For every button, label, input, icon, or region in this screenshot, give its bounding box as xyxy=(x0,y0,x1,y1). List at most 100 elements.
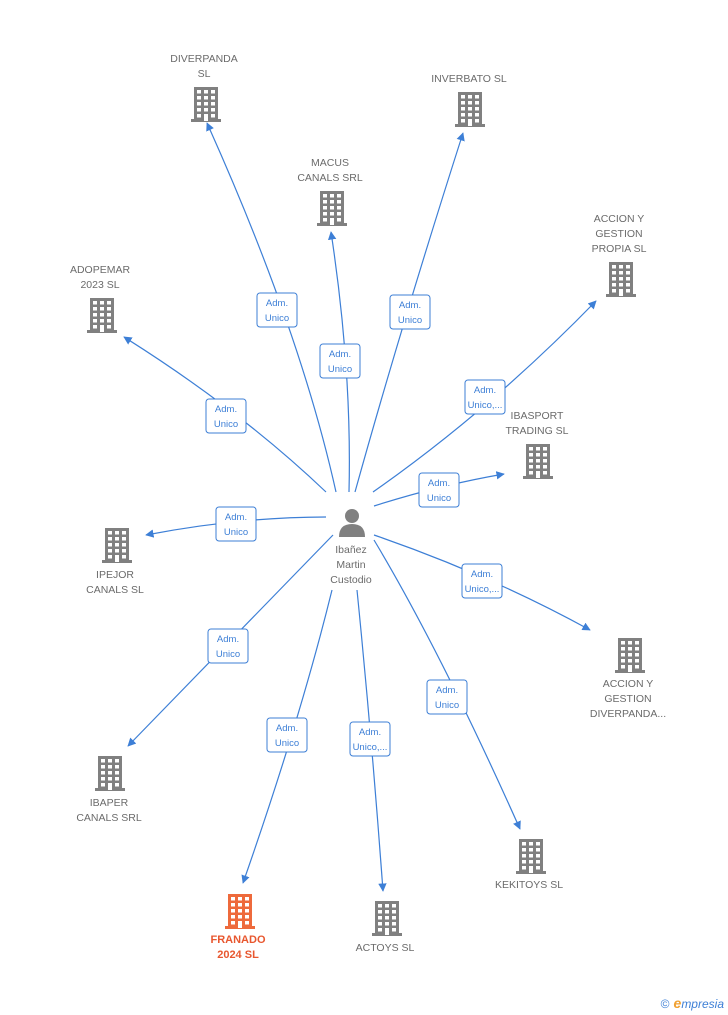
brand-name: mpresia xyxy=(681,997,724,1011)
person-node[interactable]: Ibañez Martin Custodio xyxy=(330,509,372,586)
person-icon xyxy=(339,509,365,537)
edge-label-text: Adm. xyxy=(266,298,288,309)
company-name-line: GESTION xyxy=(604,693,651,705)
edge-label[interactable]: Adm. Unico,... xyxy=(461,563,503,599)
building-icon xyxy=(102,528,132,563)
company-name-line: IPEJOR xyxy=(96,569,134,581)
company-name-line: MACUS xyxy=(311,157,349,169)
edge-label[interactable]: Adm. Unico xyxy=(319,343,361,379)
edge-label-text: Unico xyxy=(435,700,459,711)
building-icon xyxy=(615,638,645,673)
edge-label-text: Unico xyxy=(328,364,352,375)
company-name-line: ACTOYS SL xyxy=(356,942,415,954)
edge-ipejor: Adm.Unico xyxy=(145,506,327,542)
edge-label-box xyxy=(418,472,460,508)
company-name-line: IBASPORT xyxy=(511,410,564,422)
copyright-icon: © xyxy=(660,997,670,1011)
edge-label[interactable]: Adm.Unico xyxy=(389,294,431,330)
edge-label-box xyxy=(205,398,247,434)
edge-label-text: Unico xyxy=(398,315,422,326)
building-icon xyxy=(455,92,485,127)
building-icon xyxy=(225,894,255,929)
edge-diverpanda: Adm. Unico xyxy=(206,122,337,493)
person-name-line-2: Martin xyxy=(336,559,365,571)
company-node-franado[interactable]: FRANADO 2024 SL xyxy=(211,894,266,961)
edge-label-text: Unico,... xyxy=(353,742,388,753)
edge-label-box xyxy=(207,628,249,664)
edge-ibasport: Adm.Unico xyxy=(373,471,505,508)
building-icon xyxy=(95,756,125,791)
building-icon xyxy=(191,87,221,122)
edge-label-box xyxy=(256,292,298,328)
edge-label-text: Adm. xyxy=(474,385,496,396)
edge-label-box xyxy=(426,679,468,715)
edge-ibaper: Adm. Unico xyxy=(127,534,334,747)
company-node-ibaper[interactable]: IBAPER CANALS SRL xyxy=(76,756,142,824)
company-name-line: CANALS SL xyxy=(86,584,144,596)
building-icon xyxy=(516,839,546,874)
edge-label[interactable]: Adm. Unico xyxy=(256,292,298,328)
edge-label-text: Unico xyxy=(265,313,289,324)
edge-label-text: Unico,... xyxy=(468,400,503,411)
edge-adopemar: Adm. Unico xyxy=(123,336,327,493)
edge-accion-diverpanda: Adm. Unico,... xyxy=(373,534,591,631)
edge-label[interactable]: Adm. Unico,... xyxy=(464,379,506,415)
edge-label[interactable]: Adm.Unico xyxy=(215,506,257,542)
edge-label-text: Adm. xyxy=(471,569,493,580)
edge-label[interactable]: Adm. Unico xyxy=(205,398,247,434)
edge-label-text: Adm. xyxy=(217,634,239,645)
edges-layer: Adm.UnicoAdm.UnicoAdm.UnicoAdm.Unico,...… xyxy=(123,122,597,892)
company-name-line: FRANADO xyxy=(211,934,266,946)
company-name-line: KEKITOYS SL xyxy=(495,879,563,891)
company-node-kekitoys[interactable]: KEKITOYS SL xyxy=(495,839,563,891)
building-icon xyxy=(87,298,117,333)
building-icon xyxy=(372,901,402,936)
edge-accion-propia: Adm. Unico,... xyxy=(372,300,597,493)
company-name-line: IBAPER xyxy=(90,797,129,809)
edge-label-text: Adm. xyxy=(329,349,351,360)
building-icon xyxy=(523,444,553,479)
edge-label[interactable]: Adm.Unico xyxy=(418,472,460,508)
company-name-line: 2023 SL xyxy=(80,279,119,291)
company-node-ipejor[interactable]: IPEJOR CANALS SL xyxy=(86,528,144,596)
edge-line xyxy=(373,539,521,830)
company-name-line: ACCION Y xyxy=(603,678,654,690)
edge-label[interactable]: Adm. Unico,... xyxy=(349,721,391,757)
company-name-line: SL xyxy=(198,68,211,80)
brand-watermark: ©empresia xyxy=(661,995,724,1011)
company-node-inverbato[interactable]: INVERBATO SL xyxy=(431,73,507,127)
company-name-line: CANALS SRL xyxy=(76,812,142,824)
edge-label-text: Adm. xyxy=(436,685,458,696)
edge-inverbato: Adm.Unico xyxy=(354,132,465,493)
company-node-accion-diverpanda[interactable]: ACCION YGESTIONDIVERPANDA... xyxy=(590,638,666,720)
edge-actoys: Adm. Unico,... xyxy=(349,589,391,892)
company-name-line: ADOPEMAR xyxy=(70,264,131,276)
edge-label[interactable]: Adm. Unico xyxy=(426,679,468,715)
person-name-line-3: Custodio xyxy=(330,574,372,586)
edge-label-box xyxy=(349,721,391,757)
edge-label-text: Adm. xyxy=(215,404,237,415)
edge-label-text: Adm. xyxy=(359,727,381,738)
edge-label-text: Adm. xyxy=(276,723,298,734)
edge-label-box xyxy=(461,563,503,599)
building-icon xyxy=(606,262,636,297)
edge-label-text: Unico xyxy=(214,419,238,430)
company-name-line: 2024 SL xyxy=(217,949,259,961)
edge-label-box xyxy=(464,379,506,415)
edge-label[interactable]: Adm. Unico xyxy=(207,628,249,664)
brand-initial: e xyxy=(673,995,682,1011)
company-node-adopemar[interactable]: ADOPEMAR 2023 SL xyxy=(70,264,131,333)
edge-label[interactable]: Adm.Unico xyxy=(266,717,308,753)
edge-label-text: Unico xyxy=(216,649,240,660)
company-node-actoys[interactable]: ACTOYS SL xyxy=(356,901,415,954)
edge-label-box xyxy=(319,343,361,379)
company-name-line: ACCION Y xyxy=(594,213,645,225)
edge-label-text: Unico,... xyxy=(465,584,500,595)
company-name-line: INVERBATO SL xyxy=(431,73,507,85)
edge-label-box xyxy=(266,717,308,753)
